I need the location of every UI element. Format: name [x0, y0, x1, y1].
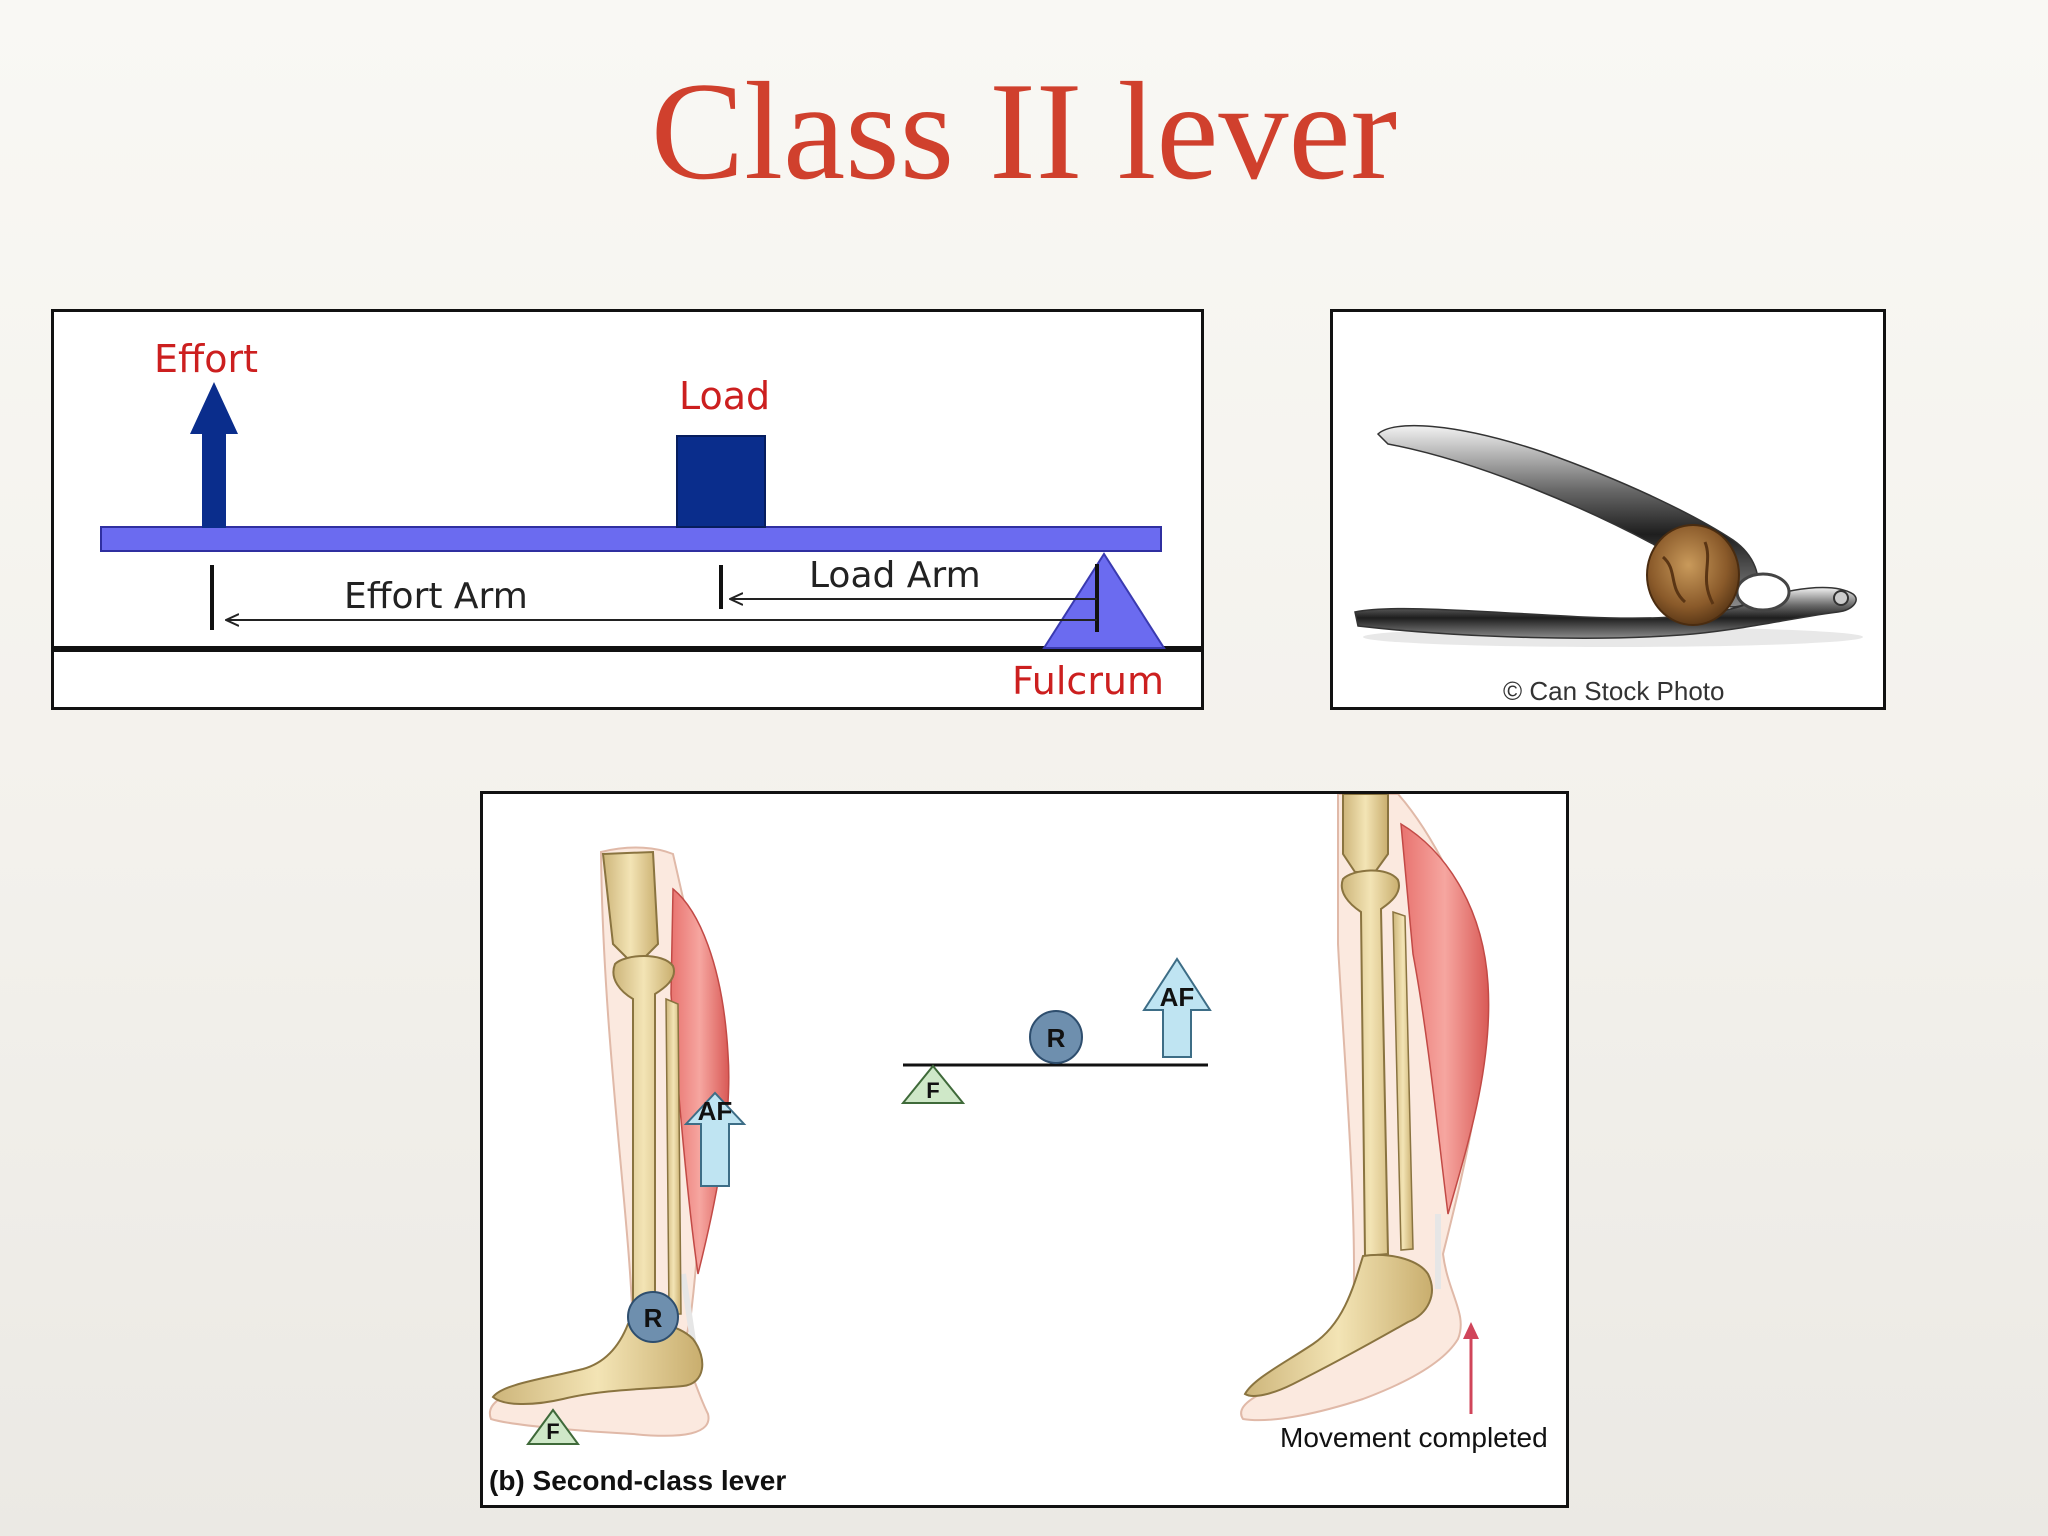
- load-arm-label: Load Arm: [809, 555, 981, 596]
- fulcrum-label: Fulcrum: [1012, 659, 1164, 703]
- nutcracker-lower-handle: [1354, 586, 1857, 639]
- schematic-af-arrow: AF: [1142, 957, 1212, 1058]
- photo-credit: © Can Stock Photo: [1503, 676, 1725, 706]
- diagram-caption: (b) Second-class lever: [489, 1465, 786, 1496]
- walnut: [1646, 524, 1740, 626]
- left-f-triangle: F: [526, 1408, 580, 1445]
- left-af-arrow: AF: [683, 1091, 747, 1187]
- movement-arrow: [1463, 1322, 1479, 1414]
- schematic-f-triangle: F: [900, 1064, 966, 1104]
- schematic-r-node: R: [1029, 1010, 1083, 1064]
- left-fibula: [665, 997, 682, 1315]
- lever-beam: [100, 526, 1162, 552]
- load-label: Load: [679, 374, 770, 418]
- schematic-r-label: R: [1047, 1023, 1066, 1053]
- left-r-node: R: [627, 1291, 679, 1343]
- right-femur: [1342, 794, 1389, 873]
- nutcracker-illustration: © Can Stock Photo: [1354, 424, 1863, 706]
- effort-arm-label: Effort Arm: [344, 576, 528, 617]
- right-calf-muscle: [1400, 822, 1490, 1215]
- right-tibia: [1340, 869, 1400, 1258]
- load-box: [676, 435, 766, 528]
- fulcrum-triangle: [1042, 552, 1166, 649]
- right-fibula: [1392, 910, 1414, 1251]
- right-leg-illustration: [1240, 794, 1490, 1422]
- schematic-f-label: F: [926, 1078, 939, 1103]
- left-leg-illustration: [488, 846, 730, 1437]
- calf-lever-panel: AF R F F R AF: [480, 791, 1569, 1508]
- effort-arrow: [190, 382, 238, 528]
- walnut-ridges: [1661, 541, 1715, 605]
- lever-schematic: F R AF: [900, 957, 1212, 1104]
- left-r-label: R: [644, 1303, 663, 1333]
- calf-lever-diagram: AF R F F R AF: [488, 794, 1548, 1496]
- nutcracker-jaw-hole: [1735, 572, 1791, 612]
- left-f-label: F: [546, 1419, 559, 1444]
- schematic-af-label: AF: [1160, 982, 1195, 1012]
- left-af-label: AF: [698, 1096, 733, 1126]
- lever-diagram: Effort Load Load Arm Effort Arm Fulcrum: [54, 337, 1201, 703]
- lever-diagram-panel: Effort Load Load Arm Effort Arm Fulcrum: [51, 309, 1204, 710]
- movement-completed-label: Movement completed: [1280, 1422, 1548, 1453]
- right-foot-bones: [1243, 1253, 1433, 1397]
- nutcracker-photo-panel: © Can Stock Photo: [1330, 309, 1886, 710]
- effort-label: Effort: [154, 337, 258, 381]
- slide-title: Class II lever: [650, 54, 1398, 209]
- nutcracker-pivot: [1833, 590, 1849, 606]
- left-tibia: [612, 955, 675, 1326]
